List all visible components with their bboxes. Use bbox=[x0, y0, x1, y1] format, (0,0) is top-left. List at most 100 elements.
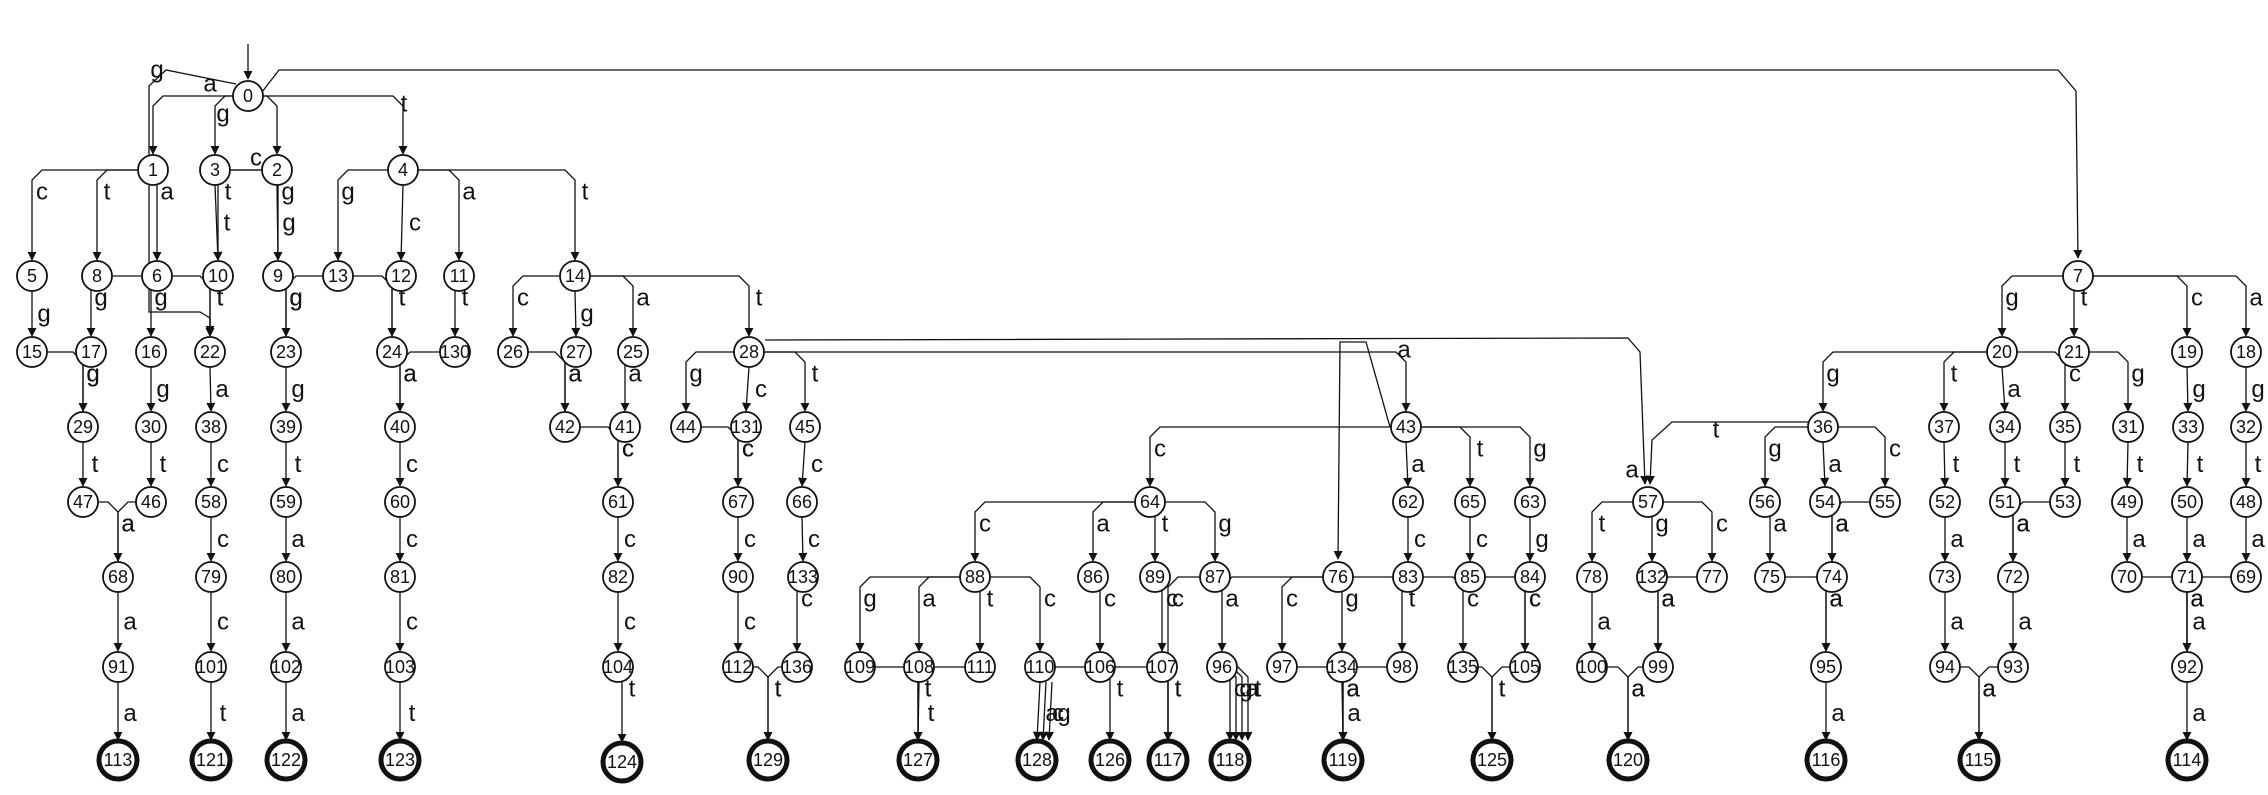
state-label: 24 bbox=[382, 342, 402, 362]
state-label: 120 bbox=[1613, 750, 1643, 770]
transition-edge-1-5 bbox=[27, 169, 138, 261]
state-node-95: 95 bbox=[1810, 651, 1842, 683]
state-circle bbox=[270, 411, 302, 443]
state-node-77: 77 bbox=[1696, 561, 1728, 593]
state-node-16: 16 bbox=[135, 336, 167, 368]
state-label: 50 bbox=[2177, 492, 2197, 512]
edge-label-7-19: c bbox=[2191, 285, 2203, 312]
state-label: 105 bbox=[1510, 657, 1540, 677]
state-circle bbox=[1326, 651, 1358, 683]
state-node-116: 116 bbox=[1804, 738, 1848, 782]
transition-edge-75-95 bbox=[1785, 576, 1831, 652]
edge-label-76-98: t bbox=[1409, 586, 1416, 613]
state-label: 115 bbox=[1965, 750, 1994, 770]
edge-label-57-78: t bbox=[1599, 511, 1606, 538]
state-circle bbox=[1206, 651, 1238, 683]
transition-edge-20-36 bbox=[1818, 351, 1987, 412]
state-node-52: 52 bbox=[1929, 486, 1961, 518]
state-node-81: 81 bbox=[384, 561, 416, 593]
state-node-17: 17 bbox=[75, 336, 107, 368]
edge-label-1-6: a bbox=[160, 179, 174, 206]
state-node-35: 35 bbox=[2049, 411, 2081, 443]
state-circle bbox=[135, 336, 167, 368]
state-node-0: 0 bbox=[232, 80, 264, 112]
transition-edge-0-3 bbox=[210, 95, 233, 155]
edge-label-93-115: a bbox=[1982, 676, 1996, 703]
edge-label-14-25: a bbox=[636, 285, 650, 312]
edge-label-21-31: g bbox=[2131, 361, 2144, 388]
edge-label-110-128: c bbox=[1052, 700, 1064, 727]
state-node-97: 97 bbox=[1266, 651, 1298, 683]
edge-label-31-49: t bbox=[2137, 451, 2144, 478]
state-label: 11 bbox=[450, 266, 469, 286]
state-circle bbox=[1024, 651, 1056, 683]
transition-edge-7-20 bbox=[1997, 275, 2063, 337]
edge-label-95-116: a bbox=[1831, 700, 1845, 727]
state-node-120: 120 bbox=[1606, 738, 1650, 782]
state-circle bbox=[1084, 651, 1116, 683]
transition-edge-57-78 bbox=[1587, 501, 1633, 562]
transition-edge-36-57 bbox=[1645, 421, 1808, 485]
state-label: 3 bbox=[210, 160, 220, 180]
state-node-68: 68 bbox=[102, 561, 134, 593]
state-node-75: 75 bbox=[1754, 561, 1786, 593]
state-label: 33 bbox=[2178, 417, 2198, 437]
state-circle bbox=[2058, 336, 2090, 368]
state-circle bbox=[376, 336, 408, 368]
state-circle bbox=[102, 561, 134, 593]
state-node-134: 134 bbox=[1326, 651, 1358, 683]
state-label: 54 bbox=[1815, 492, 1835, 512]
transition-edge-20-34 bbox=[1999, 366, 2009, 412]
state-node-19: 19 bbox=[2171, 336, 2203, 368]
edge-label-51-72: a bbox=[2016, 511, 2030, 538]
state-label: 29 bbox=[73, 417, 93, 437]
state-label: 88 bbox=[965, 567, 985, 587]
state-node-24: 24 bbox=[376, 336, 408, 368]
edge-label-64-87: g bbox=[1218, 511, 1231, 538]
state-circle bbox=[1986, 336, 2018, 368]
edge-label-14-28: t bbox=[756, 285, 763, 312]
final-state-circle bbox=[189, 738, 233, 782]
edge-label-20-34: a bbox=[2007, 376, 2021, 403]
edge-label-7-18: a bbox=[2249, 285, 2263, 312]
edge-label-88-111: t bbox=[987, 586, 994, 613]
state-node-14: 14 bbox=[559, 260, 591, 292]
state-label: 62 bbox=[1398, 492, 1418, 512]
edge-label-36-56: g bbox=[1768, 436, 1781, 463]
state-label: 80 bbox=[276, 567, 296, 587]
state-label: 40 bbox=[390, 417, 410, 437]
edge-label-54-74: a bbox=[1835, 511, 1849, 538]
transition-edge-43-64 bbox=[1145, 426, 1391, 487]
state-circle bbox=[602, 651, 634, 683]
state-circle bbox=[722, 561, 754, 593]
state-node-37: 37 bbox=[1928, 411, 1960, 443]
transition-edge-4-13 bbox=[333, 169, 388, 261]
state-label: 99 bbox=[1648, 657, 1668, 677]
state-label: 91 bbox=[108, 657, 128, 677]
state-circle bbox=[67, 411, 99, 443]
state-label: 72 bbox=[2003, 567, 2023, 587]
state-node-3: 3 bbox=[199, 154, 231, 186]
edge-label-36-55: c bbox=[1889, 436, 1901, 463]
final-state-circle bbox=[1208, 738, 1252, 782]
transition-edge-76-98 bbox=[1353, 576, 1407, 652]
transition-edge-66-133 bbox=[798, 516, 808, 562]
state-node-98: 98 bbox=[1386, 651, 1418, 683]
transition-edge-64-86 bbox=[1088, 501, 1135, 562]
transition-edge-43-63 bbox=[1421, 426, 1535, 487]
state-node-70: 70 bbox=[2111, 561, 2143, 593]
state-node-60: 60 bbox=[384, 486, 416, 518]
state-circle bbox=[1928, 411, 1960, 443]
state-node-13: 13 bbox=[322, 260, 354, 292]
state-node-4: 4 bbox=[387, 154, 419, 186]
edge-label-7-20: g bbox=[2005, 285, 2018, 312]
edge-label-20-36: g bbox=[1826, 361, 1839, 388]
state-circle bbox=[443, 260, 475, 292]
edge-label-13-24: t bbox=[399, 285, 406, 312]
state-node-56: 56 bbox=[1749, 486, 1781, 518]
state-circle bbox=[1997, 651, 2029, 683]
edge-label-28-131: c bbox=[755, 376, 767, 403]
edge-label-20-37: t bbox=[1951, 361, 1958, 388]
state-circle bbox=[1636, 561, 1668, 593]
